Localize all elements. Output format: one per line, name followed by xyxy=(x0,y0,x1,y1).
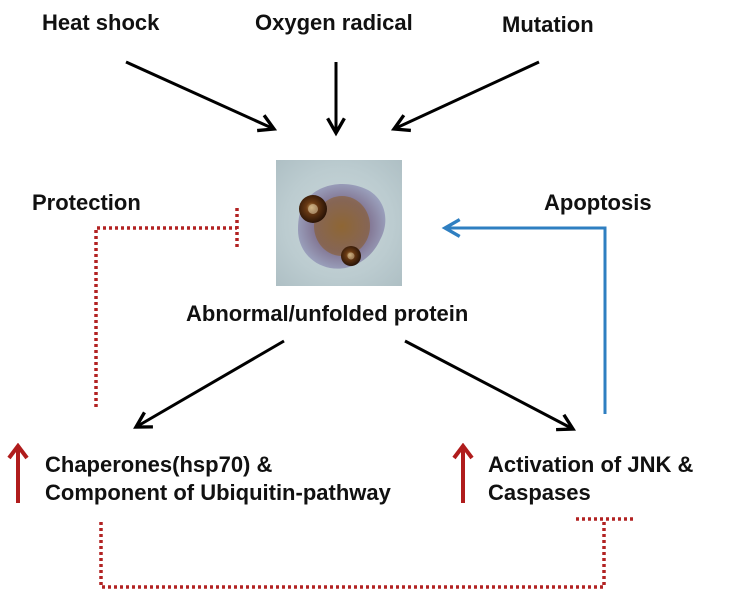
stressor-mutation: Mutation xyxy=(502,12,594,37)
outcome-chaperones-line2: Component of Ubiquitin-pathway xyxy=(45,479,391,505)
arrow-protein-to-jnk xyxy=(404,339,576,432)
apoptosis-feedback-arrow xyxy=(441,218,607,414)
outcome-chaperones-line1: Chaperones(hsp70) & xyxy=(45,452,273,477)
apoptosis-label: Apoptosis xyxy=(544,190,652,215)
outcome-jnk-line2: Caspases xyxy=(488,479,591,505)
neuron-micrograph-image xyxy=(276,160,402,286)
chaperone-inhibits-jnk-line xyxy=(99,519,606,589)
up-arrow-icon xyxy=(452,443,474,503)
neuron-with-inclusions-icon xyxy=(298,184,386,269)
outcome-jnk-line1: Activation of JNK & xyxy=(488,452,694,477)
arrow-mutation-to-protein xyxy=(390,60,540,133)
protection-label: Protection xyxy=(32,190,141,215)
arrow-protein-to-chaperones xyxy=(133,339,285,429)
outcome-chaperones: Chaperones(hsp70) & Component of Ubiquit… xyxy=(45,451,391,506)
stressor-heat-shock: Heat shock xyxy=(42,10,160,35)
stressor-oxygen-radical: Oxygen radical xyxy=(255,10,413,35)
protection-inhibition-line xyxy=(94,226,237,407)
up-arrow-icon xyxy=(7,443,29,503)
outcome-jnk-caspases: Activation of JNK & Caspases xyxy=(488,451,693,506)
center-label-abnormal-protein: Abnormal/unfolded protein xyxy=(186,301,469,326)
arrow-heat-to-protein xyxy=(125,60,278,133)
